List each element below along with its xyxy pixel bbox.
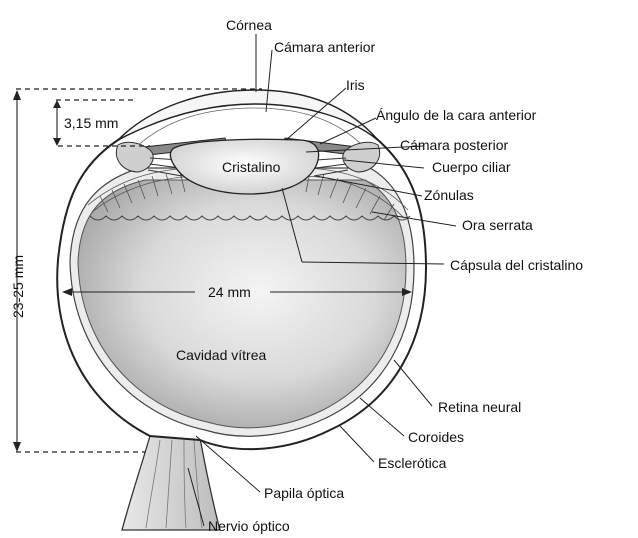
label-lens-capsule: Cápsula del cristalino (450, 257, 583, 273)
label-neural-retina: Retina neural (438, 399, 521, 415)
label-anterior-chamber: Cámara anterior (274, 39, 375, 55)
dim-depth-label: 3,15 mm (64, 115, 118, 131)
dim-height-label: 23-25 mm (10, 255, 26, 318)
label-sclera: Esclerótica (378, 455, 447, 471)
depth-arrow-head-bottom (53, 138, 61, 146)
label-lens: Cristalino (222, 159, 281, 175)
label-ciliary-body: Cuerpo ciliar (432, 159, 511, 175)
label-ora-serrata: Ora serrata (462, 217, 533, 233)
label-choroid: Coroides (408, 429, 464, 445)
leader-sclera (340, 426, 374, 462)
label-iris: Iris (346, 77, 365, 93)
label-optic-nerve: Nervio óptico (208, 518, 290, 534)
height-arrow-head-bottom (13, 442, 21, 452)
leader-neural-retina (394, 360, 432, 406)
label-anterior-angle: Ángulo de la cara anterior (376, 107, 537, 123)
label-vitreous: Cavidad vítrea (176, 347, 266, 363)
height-arrow-head-top (13, 90, 21, 100)
leader-choroid (360, 398, 404, 436)
label-cornea: Córnea (226, 17, 272, 33)
label-optic-papilla: Papila óptica (264, 485, 344, 501)
label-zonules: Zónulas (424, 187, 474, 203)
dim-width-label: 24 mm (208, 284, 251, 300)
label-posterior-chamber: Cámara posterior (400, 137, 508, 153)
depth-arrow-head-top (53, 100, 61, 108)
